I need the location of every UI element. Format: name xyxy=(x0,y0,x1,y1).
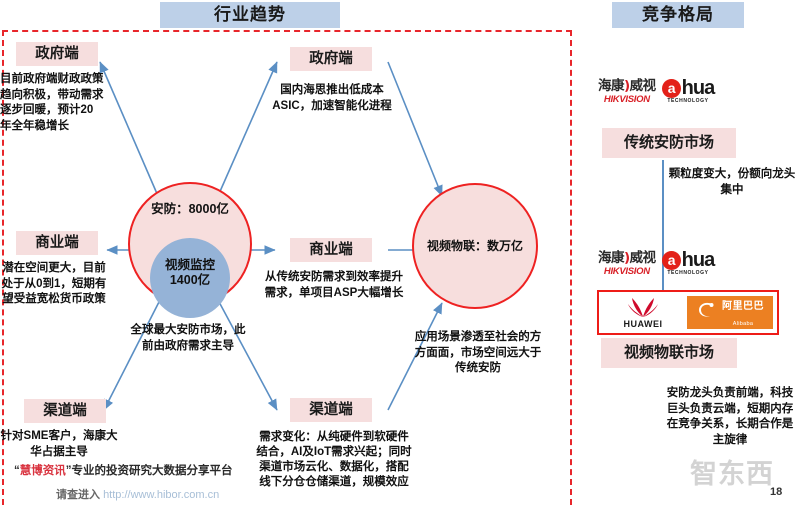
chip-mid-channel: 渠道端 xyxy=(290,398,372,422)
hikvision-logo-cn-2: 海康)威视 xyxy=(598,250,656,266)
highlight-frame-cloud-players: HUAWEI 阿里巴巴 Alibaba xyxy=(597,290,779,335)
label-video-surveillance-line1: 视频监控 xyxy=(164,258,215,272)
desc-left-commercial: 潜在空间更大，目前处于从0到1，短期有望受益宽松货币政策 xyxy=(1,262,107,305)
desc-mid-commercial: 从传统安防需求到效率提升需求，单项目ASP大幅增长 xyxy=(264,271,404,299)
hikvision-logo-en: HIKVISION xyxy=(603,93,650,105)
desc-left-government: 目前政府端财政政策趋向积极，带动需求逐步回暖，预计20年全年稳增长 xyxy=(0,73,104,132)
desc-left-channel: 针对SME客户，海康大华占据主导 xyxy=(0,430,118,458)
dahua-logo-sub: TECHNOLOGY xyxy=(667,98,709,104)
huibo-watermark: “慧博资讯”专业的投资研究大数据分享平台 xyxy=(14,462,233,478)
circle-video-iot-market xyxy=(412,183,538,309)
hikvision-logo: 海康)威视 HIKVISION xyxy=(598,78,656,105)
huibo-tagline: 专业的投资研究大数据分享平台 xyxy=(71,465,233,477)
label-security-market-total: 安防：8000亿 xyxy=(151,202,229,216)
huawei-flower-icon xyxy=(624,296,662,318)
dahua-badge-letter: a xyxy=(661,78,681,98)
dahua-logo-sub-2: TECHNOLOGY xyxy=(667,270,709,276)
huibo-url-prefix: 请查进入 xyxy=(56,489,100,501)
chip-left-channel: 渠道端 xyxy=(24,399,106,423)
dahua-badge-letter-2: a xyxy=(661,250,681,270)
caption-video-iot-market: 应用场景渗透至社会的方方面面，市场空间远大于传统安防 xyxy=(414,331,542,374)
zhidongxi-watermark: 智东西 xyxy=(690,459,774,490)
note-traditional-security-market: 颗粒度变大，份额向龙头集中 xyxy=(668,168,796,196)
dahua-logo-word: hua xyxy=(681,77,716,99)
trend-region-boundary xyxy=(2,30,572,505)
alibaba-mark-icon xyxy=(696,300,718,325)
chip-video-iot-market: 视频物联市场 xyxy=(601,338,737,368)
chip-mid-government: 政府端 xyxy=(290,47,372,71)
alibaba-logo: 阿里巴巴 Alibaba xyxy=(687,296,773,329)
alibaba-wordmark: 阿里巴巴 Alibaba xyxy=(722,297,764,329)
page-number: 18 xyxy=(770,486,783,498)
huibo-quote-open: “ xyxy=(14,465,20,477)
chip-left-government: 政府端 xyxy=(16,42,98,66)
dahua-logo-word-2: hua xyxy=(681,249,716,271)
chip-mid-commercial: 商业端 xyxy=(290,238,372,262)
label-video-iot-market: 视频物联：数万亿 xyxy=(426,239,523,253)
note-video-iot-market: 安防龙头负责前端，科技巨头负责云端，短期内存在竞争关系，长期合作是主旋律 xyxy=(666,387,794,446)
alibaba-logo-cn: 阿里巴巴 xyxy=(722,300,764,312)
alibaba-logo-en: Alibaba xyxy=(732,320,754,327)
caption-security-market: 全球最大安防市场，此前由政府需求主导 xyxy=(130,324,246,352)
huibo-brand: 慧博资讯 xyxy=(19,465,66,477)
section-title-competition: 竞争格局 xyxy=(612,2,744,28)
hikvision-logo-en-2: HIKVISION xyxy=(603,265,650,277)
section-title-industry-trend: 行业趋势 xyxy=(160,2,340,28)
chip-left-commercial: 商业端 xyxy=(16,231,98,255)
huawei-logo-text: HUAWEI xyxy=(623,319,663,329)
desc-mid-government: 国内海思推出低成本ASIC，加速智能化进程 xyxy=(272,84,392,112)
huibo-url-line[interactable]: 请查进入 http://www.hibor.com.cn xyxy=(56,486,219,502)
hikvision-logo-2: 海康)威视 HIKVISION xyxy=(598,250,656,277)
huibo-quote-close: ” xyxy=(65,465,72,477)
label-video-surveillance-line2: 1400亿 xyxy=(169,273,211,287)
huibo-url-text: http://www.hibor.com.cn xyxy=(103,489,220,501)
hikvision-logo-cn: 海康)威视 xyxy=(598,78,656,94)
chip-traditional-security-market: 传统安防市场 xyxy=(602,128,736,158)
desc-mid-channel: 需求变化：从纯硬件到软硬件结合，AI及IoT需求兴起；同时渠道市场云化、数据化，… xyxy=(256,431,412,488)
huawei-logo: HUAWEI xyxy=(599,292,687,333)
circle-video-surveillance xyxy=(150,238,230,318)
